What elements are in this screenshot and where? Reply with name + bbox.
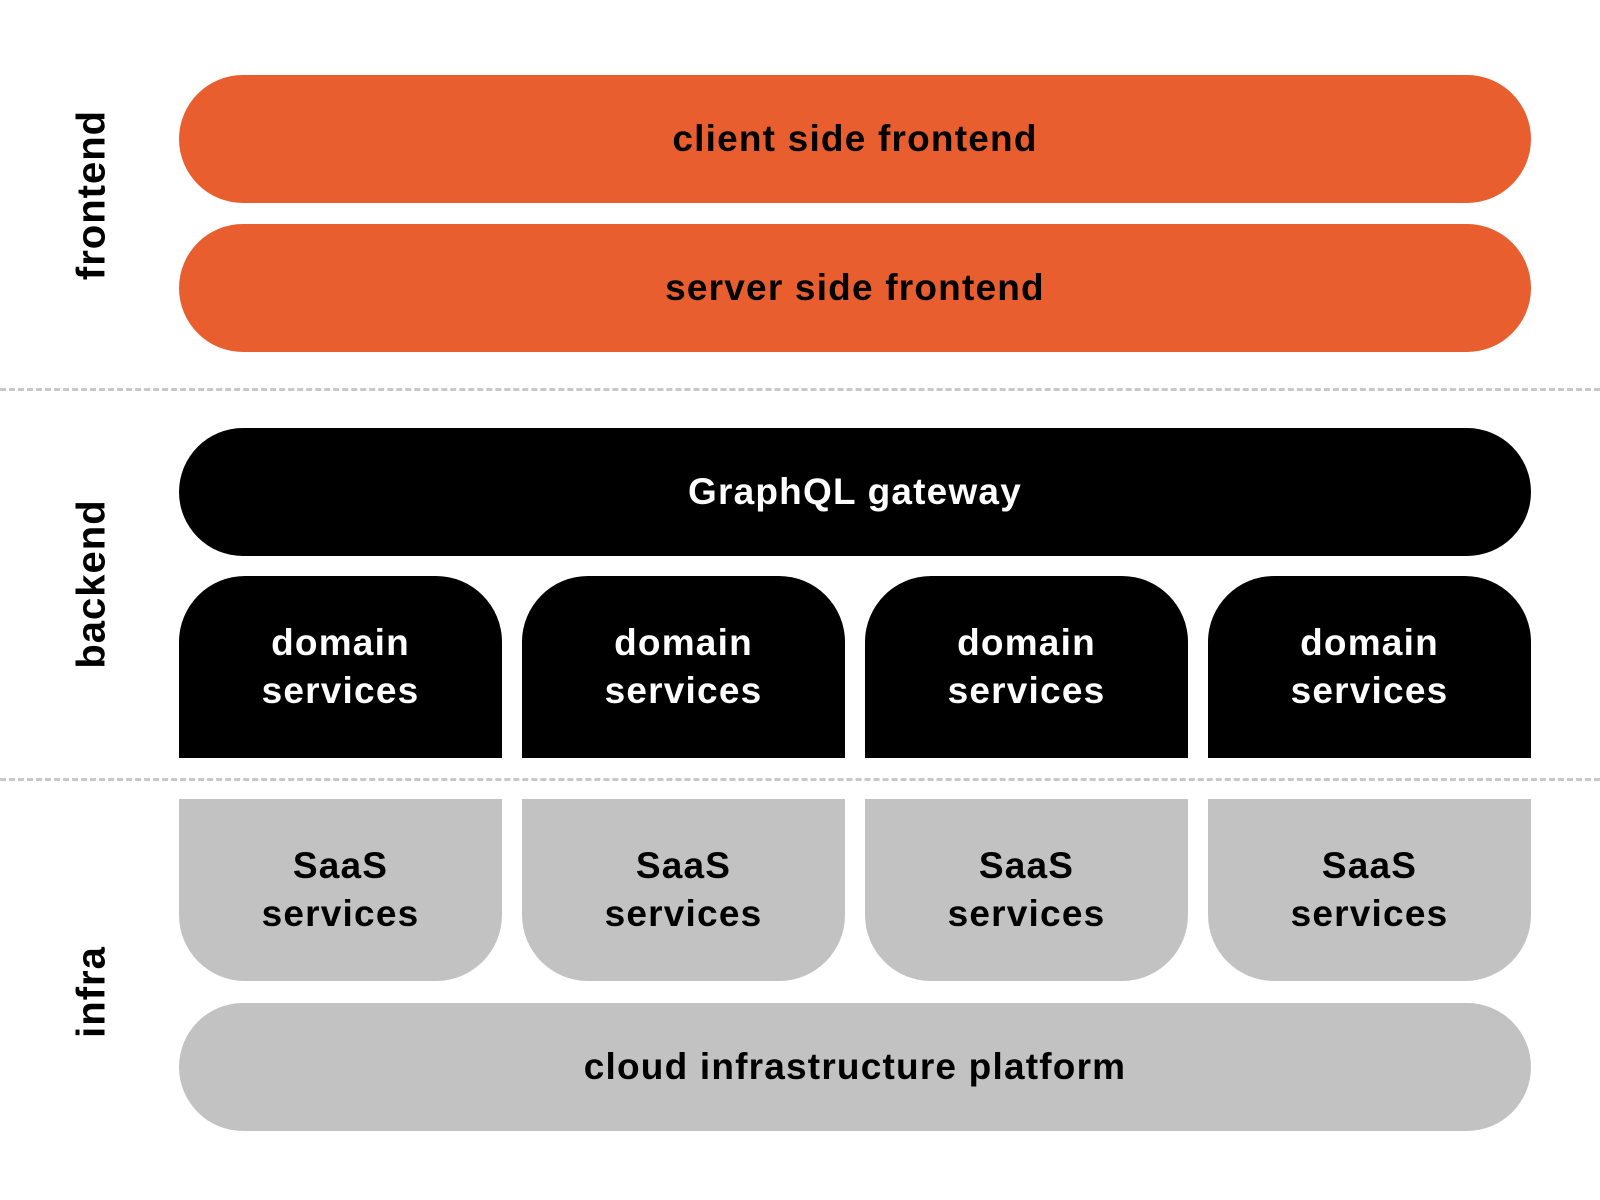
domain-services-label-line1: domain — [1300, 622, 1439, 663]
section-label-backend: backend — [69, 499, 114, 669]
domain-services-block: domain services — [179, 576, 502, 758]
divider-backend-infra — [0, 778, 1600, 781]
saas-services-label-line2: services — [261, 893, 420, 934]
domain-services-block: domain services — [865, 576, 1188, 758]
saas-services-label-line1: SaaS — [978, 845, 1075, 886]
client-side-frontend-block: client side frontend — [179, 75, 1531, 203]
cloud-infrastructure-platform-block: cloud infrastructure platform — [179, 1003, 1531, 1131]
domain-services-label-line2: services — [261, 670, 420, 711]
saas-services-block: SaaS services — [522, 799, 845, 981]
saas-services-block: SaaS services — [865, 799, 1188, 981]
domain-services-label-line1: domain — [614, 622, 753, 663]
domain-services-label-line2: services — [604, 670, 763, 711]
saas-services-label-line2: services — [1290, 893, 1449, 934]
saas-services-block: SaaS services — [179, 799, 502, 981]
domain-services-label-line2: services — [1290, 670, 1449, 711]
domain-services-label-line1: domain — [957, 622, 1096, 663]
saas-services-block: SaaS services — [1208, 799, 1531, 981]
domain-services-block: domain services — [522, 576, 845, 758]
domain-services-label-line2: services — [947, 670, 1106, 711]
server-side-frontend-block: server side frontend — [179, 224, 1531, 352]
saas-services-label-line1: SaaS — [1321, 845, 1418, 886]
saas-services-label-line1: SaaS — [635, 845, 732, 886]
section-label-frontend: frontend — [69, 109, 114, 281]
domain-services-label-line1: domain — [271, 622, 410, 663]
saas-services-label-line2: services — [947, 893, 1106, 934]
section-label-infra: infra — [69, 946, 114, 1038]
saas-services-label-line1: SaaS — [292, 845, 389, 886]
domain-services-block: domain services — [1208, 576, 1531, 758]
saas-services-label-line2: services — [604, 893, 763, 934]
divider-frontend-backend — [0, 388, 1600, 391]
graphql-gateway-block: GraphQL gateway — [179, 428, 1531, 556]
